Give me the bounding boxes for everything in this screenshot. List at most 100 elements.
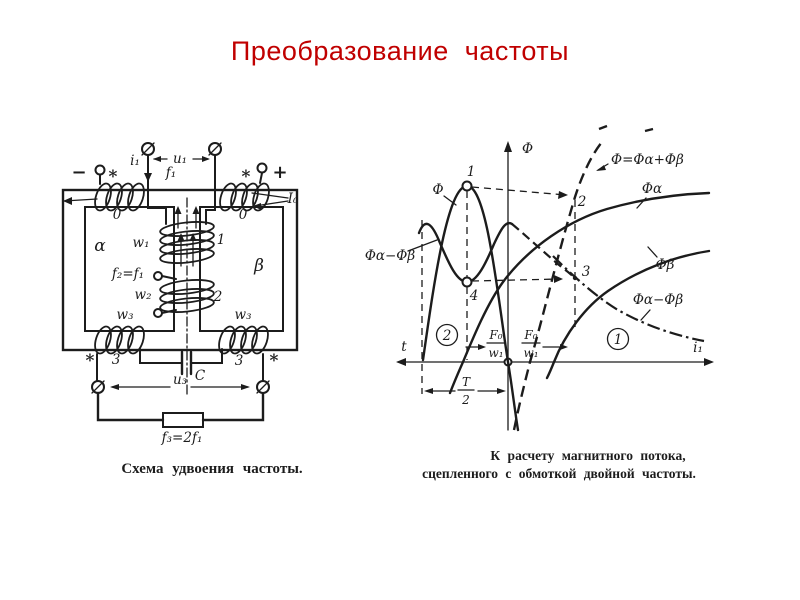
polarity-star-bottom-right: * bbox=[270, 351, 279, 371]
coil-0-right bbox=[219, 182, 270, 212]
region-markers: 2 1 bbox=[435, 323, 630, 351]
flux-graph-figure: Φ t i₁ bbox=[365, 124, 714, 481]
u1-arrowhead-left bbox=[153, 156, 161, 162]
point-1-marker bbox=[461, 180, 473, 192]
u1-arrowhead-right bbox=[202, 156, 210, 162]
f1-label: f₁ bbox=[165, 165, 176, 181]
w1-left-denominator: w₁ bbox=[488, 346, 503, 360]
load-resistor bbox=[162, 412, 204, 428]
meter-slash-left bbox=[141, 142, 155, 156]
point-4-label: 4 bbox=[469, 288, 479, 304]
w3-right-label: w₃ bbox=[235, 307, 252, 323]
minus-terminal-label: − bbox=[71, 162, 86, 183]
phi-curve-label: Φ bbox=[432, 182, 443, 198]
winding3-right-number: 3 bbox=[235, 353, 244, 369]
meter-u3-left-slash bbox=[91, 380, 105, 394]
mmf-annotations: F₀ w₁ F₀ w₁ bbox=[465, 328, 568, 360]
i0-label: I₀ bbox=[287, 191, 299, 207]
phi-sum-curve bbox=[512, 141, 603, 431]
meter-slash-right bbox=[208, 142, 222, 156]
point-1-label: 1 bbox=[467, 164, 476, 180]
transfer-arrow-4-3 bbox=[554, 275, 563, 283]
phi-alpha-label: Φα bbox=[642, 181, 662, 197]
T-numerator: T bbox=[462, 375, 471, 389]
circuit-figure: − * * + bbox=[61, 142, 303, 477]
winding0-right-label: 0 bbox=[239, 207, 248, 223]
winding-w1 bbox=[159, 221, 215, 264]
output-loop bbox=[91, 353, 270, 428]
w3-left-label: w₃ bbox=[117, 307, 134, 323]
x-axis-left-arrowhead bbox=[396, 358, 406, 366]
current-arrow-left bbox=[63, 197, 72, 205]
graph-axes: Φ t i₁ bbox=[396, 141, 714, 431]
meter-u3-right-slash bbox=[256, 380, 270, 394]
graph-curves bbox=[417, 124, 711, 432]
half-period-annotation: T 2 bbox=[424, 375, 506, 407]
t-axis-label: t bbox=[401, 339, 407, 355]
core-beta-label: β bbox=[253, 256, 264, 276]
coil-3-left bbox=[94, 325, 145, 355]
phi-beta-label: Φβ bbox=[656, 257, 675, 273]
cap-wire-right bbox=[190, 348, 223, 364]
tap-terminal-1 bbox=[153, 271, 163, 281]
phi-sum-arrowhead bbox=[596, 165, 606, 171]
plus-terminal-label: + bbox=[272, 162, 287, 183]
i0-leader-1 bbox=[251, 192, 289, 199]
polarity-star-left: * bbox=[109, 167, 118, 187]
polarity-star-bottom-left: * bbox=[86, 351, 95, 371]
phi-alpha-leader bbox=[636, 197, 647, 209]
phi-diff-curve bbox=[552, 255, 705, 343]
winding3-left-number: 3 bbox=[112, 352, 121, 368]
tap-wire-1 bbox=[161, 275, 177, 280]
f0-left-arrowhead bbox=[478, 344, 486, 350]
coil-0-left bbox=[94, 182, 145, 212]
circuit-caption: Схема удвоения частоты. bbox=[121, 461, 303, 477]
graph-caption-line2: сцепленного с обмоткой двойной частоты. bbox=[422, 466, 696, 481]
y-axis-label: Φ bbox=[522, 141, 533, 157]
i1-label: i₁ bbox=[130, 153, 140, 169]
region-1-number: 1 bbox=[614, 332, 623, 348]
terminal-plus bbox=[256, 162, 268, 174]
phi-curve-leader bbox=[443, 195, 457, 206]
point-2-label: 2 bbox=[577, 194, 587, 210]
u3-label: u₃ bbox=[173, 372, 187, 388]
y-axis-arrowhead bbox=[504, 141, 512, 152]
u3-arrowhead-right bbox=[241, 384, 250, 390]
f2-label: f₂=f₁ bbox=[111, 266, 144, 282]
x-axis-right-arrowhead bbox=[704, 358, 714, 366]
region-1-circle bbox=[606, 327, 630, 351]
construction-lines bbox=[421, 186, 576, 394]
phi-diff-left-label: Φα−Φβ bbox=[365, 248, 416, 264]
curve-labels: Φ Φ=Φα+Φβ Φα Φβ Φα−Φβ Φα−Φβ bbox=[365, 152, 684, 321]
point-3-label: 3 bbox=[582, 264, 591, 280]
region-2-number: 2 bbox=[442, 328, 452, 344]
tap-wire-2 bbox=[161, 309, 177, 314]
winding2-number: 2 bbox=[213, 289, 223, 305]
phi-bell-curve bbox=[421, 184, 520, 432]
coil-w2 bbox=[159, 279, 215, 313]
coil-w1 bbox=[159, 221, 215, 264]
flux-arrows bbox=[174, 206, 200, 267]
f0-right-numerator: F₀ bbox=[523, 328, 537, 342]
point-3-marker bbox=[572, 275, 578, 281]
w2-label: w₂ bbox=[135, 287, 152, 303]
i1-arrow bbox=[144, 173, 152, 182]
capacitor-label: C bbox=[195, 368, 206, 384]
phi-diff-right-leader bbox=[640, 309, 651, 321]
transfer-arrow-1-2 bbox=[558, 191, 568, 199]
two-denominator: 2 bbox=[461, 393, 470, 407]
T2-left-arrowhead bbox=[424, 388, 433, 394]
winding-w2 bbox=[153, 271, 215, 318]
phi-diff-left-leader bbox=[407, 239, 438, 252]
i1-axis-label: i₁ bbox=[693, 340, 703, 356]
graph-caption-line1: К расчету магнитного потока, bbox=[490, 448, 685, 463]
u3-arrowhead-left bbox=[110, 384, 119, 390]
f0-right-arrowhead bbox=[560, 344, 568, 350]
phi-sum-curve-dot1 bbox=[598, 124, 608, 131]
phi-sum-curve-dot2 bbox=[644, 127, 654, 133]
dc-terminals: − * * + bbox=[71, 162, 287, 187]
winding-3 bbox=[94, 325, 269, 376]
double-frequency-curve-dashed bbox=[511, 223, 575, 278]
